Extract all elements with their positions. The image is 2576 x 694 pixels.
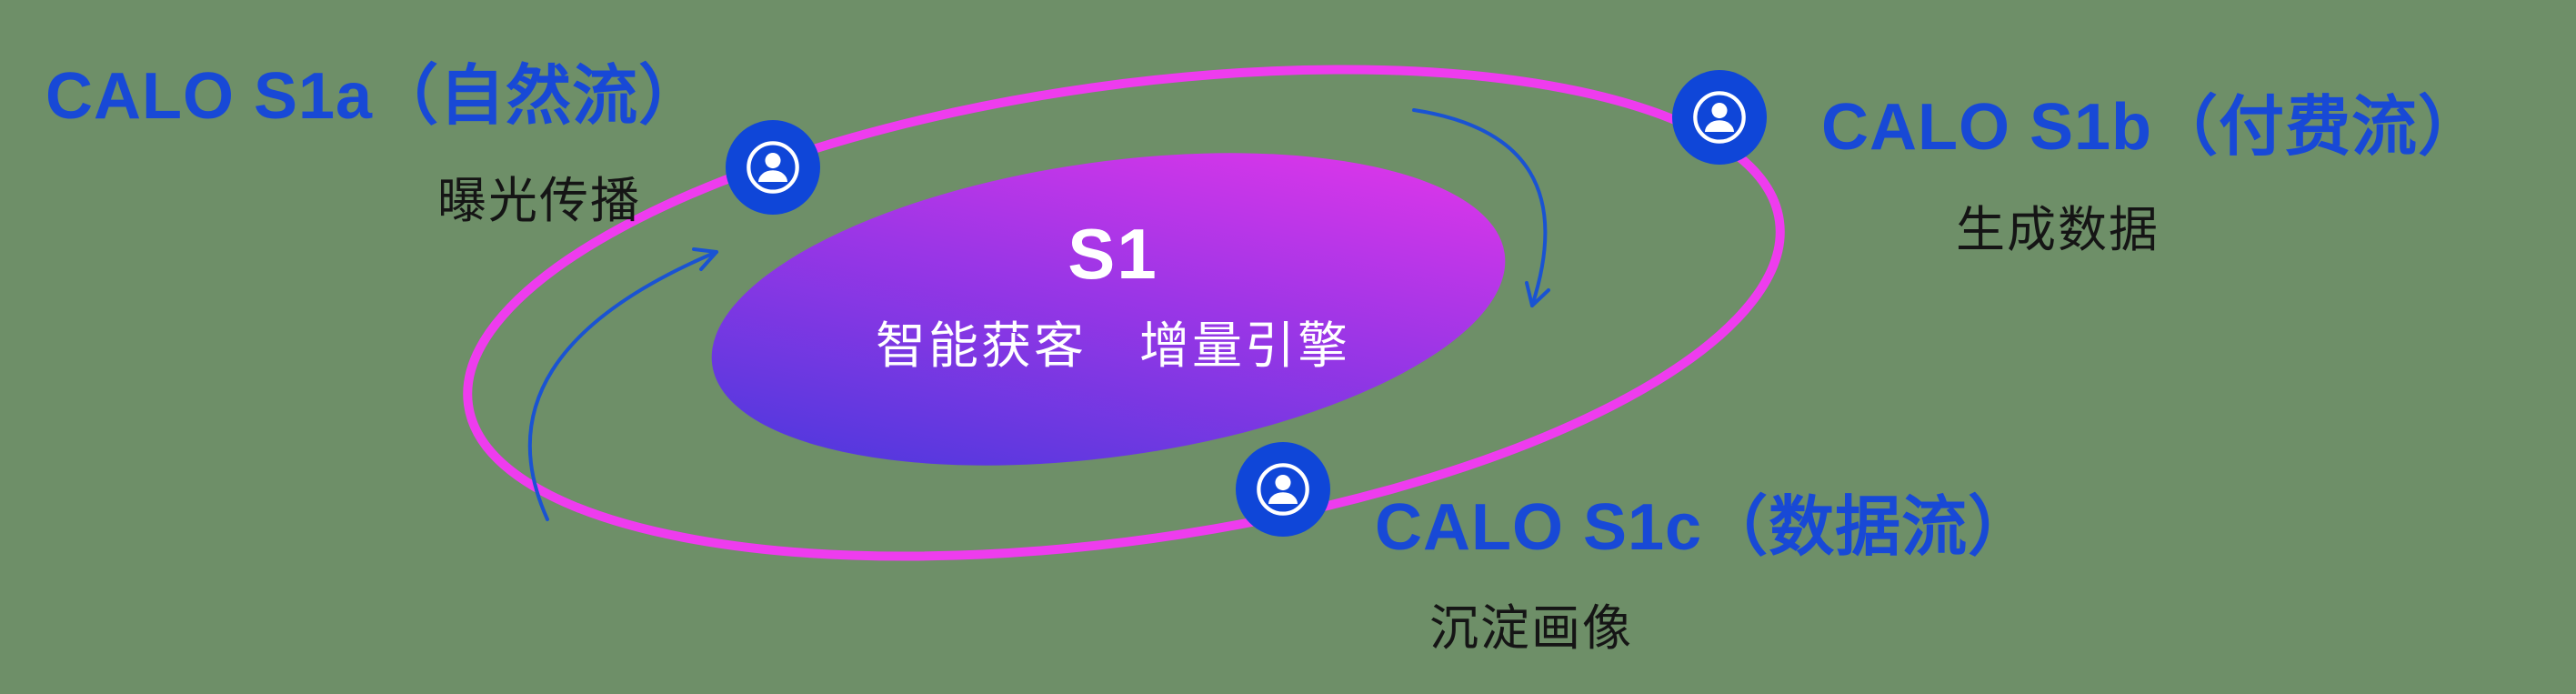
node-s1a-label: CALO S1a（自然流） [45, 60, 706, 133]
core-title: S1 [1067, 214, 1158, 294]
node-s1b-label: CALO S1b（付费流） [1821, 91, 2485, 164]
orbit-ring [463, 65, 1785, 561]
node-s1c-sublabel: 沉淀画像 [1429, 601, 1633, 656]
user-icon [747, 141, 799, 194]
flow-arrow-right-curve [1412, 108, 1548, 307]
flow-arrow-left-head [692, 247, 718, 271]
node-s1a-sublabel: 曝光传播 [437, 174, 641, 228]
user-icon [1257, 463, 1309, 516]
flow-arrow-left [527, 247, 718, 521]
core-text: S1 智能获客 增量引擎 [836, 213, 1390, 377]
core-ellipse [711, 153, 1506, 466]
flow-arrow-right [1412, 108, 1550, 307]
node-s1b [1672, 70, 1767, 165]
node-s1b-sublabel: 生成数据 [1956, 203, 2160, 257]
node-s1a [726, 120, 820, 215]
node-s1c [1236, 442, 1330, 537]
node-s1c-label: CALO S1c（数据流） [1375, 491, 2035, 564]
user-icon [1693, 91, 1746, 144]
flow-arrow-right-head [1525, 281, 1550, 307]
core-subtitle: 智能获客 增量引擎 [875, 317, 1350, 374]
flow-arrow-left-curve [527, 250, 718, 521]
